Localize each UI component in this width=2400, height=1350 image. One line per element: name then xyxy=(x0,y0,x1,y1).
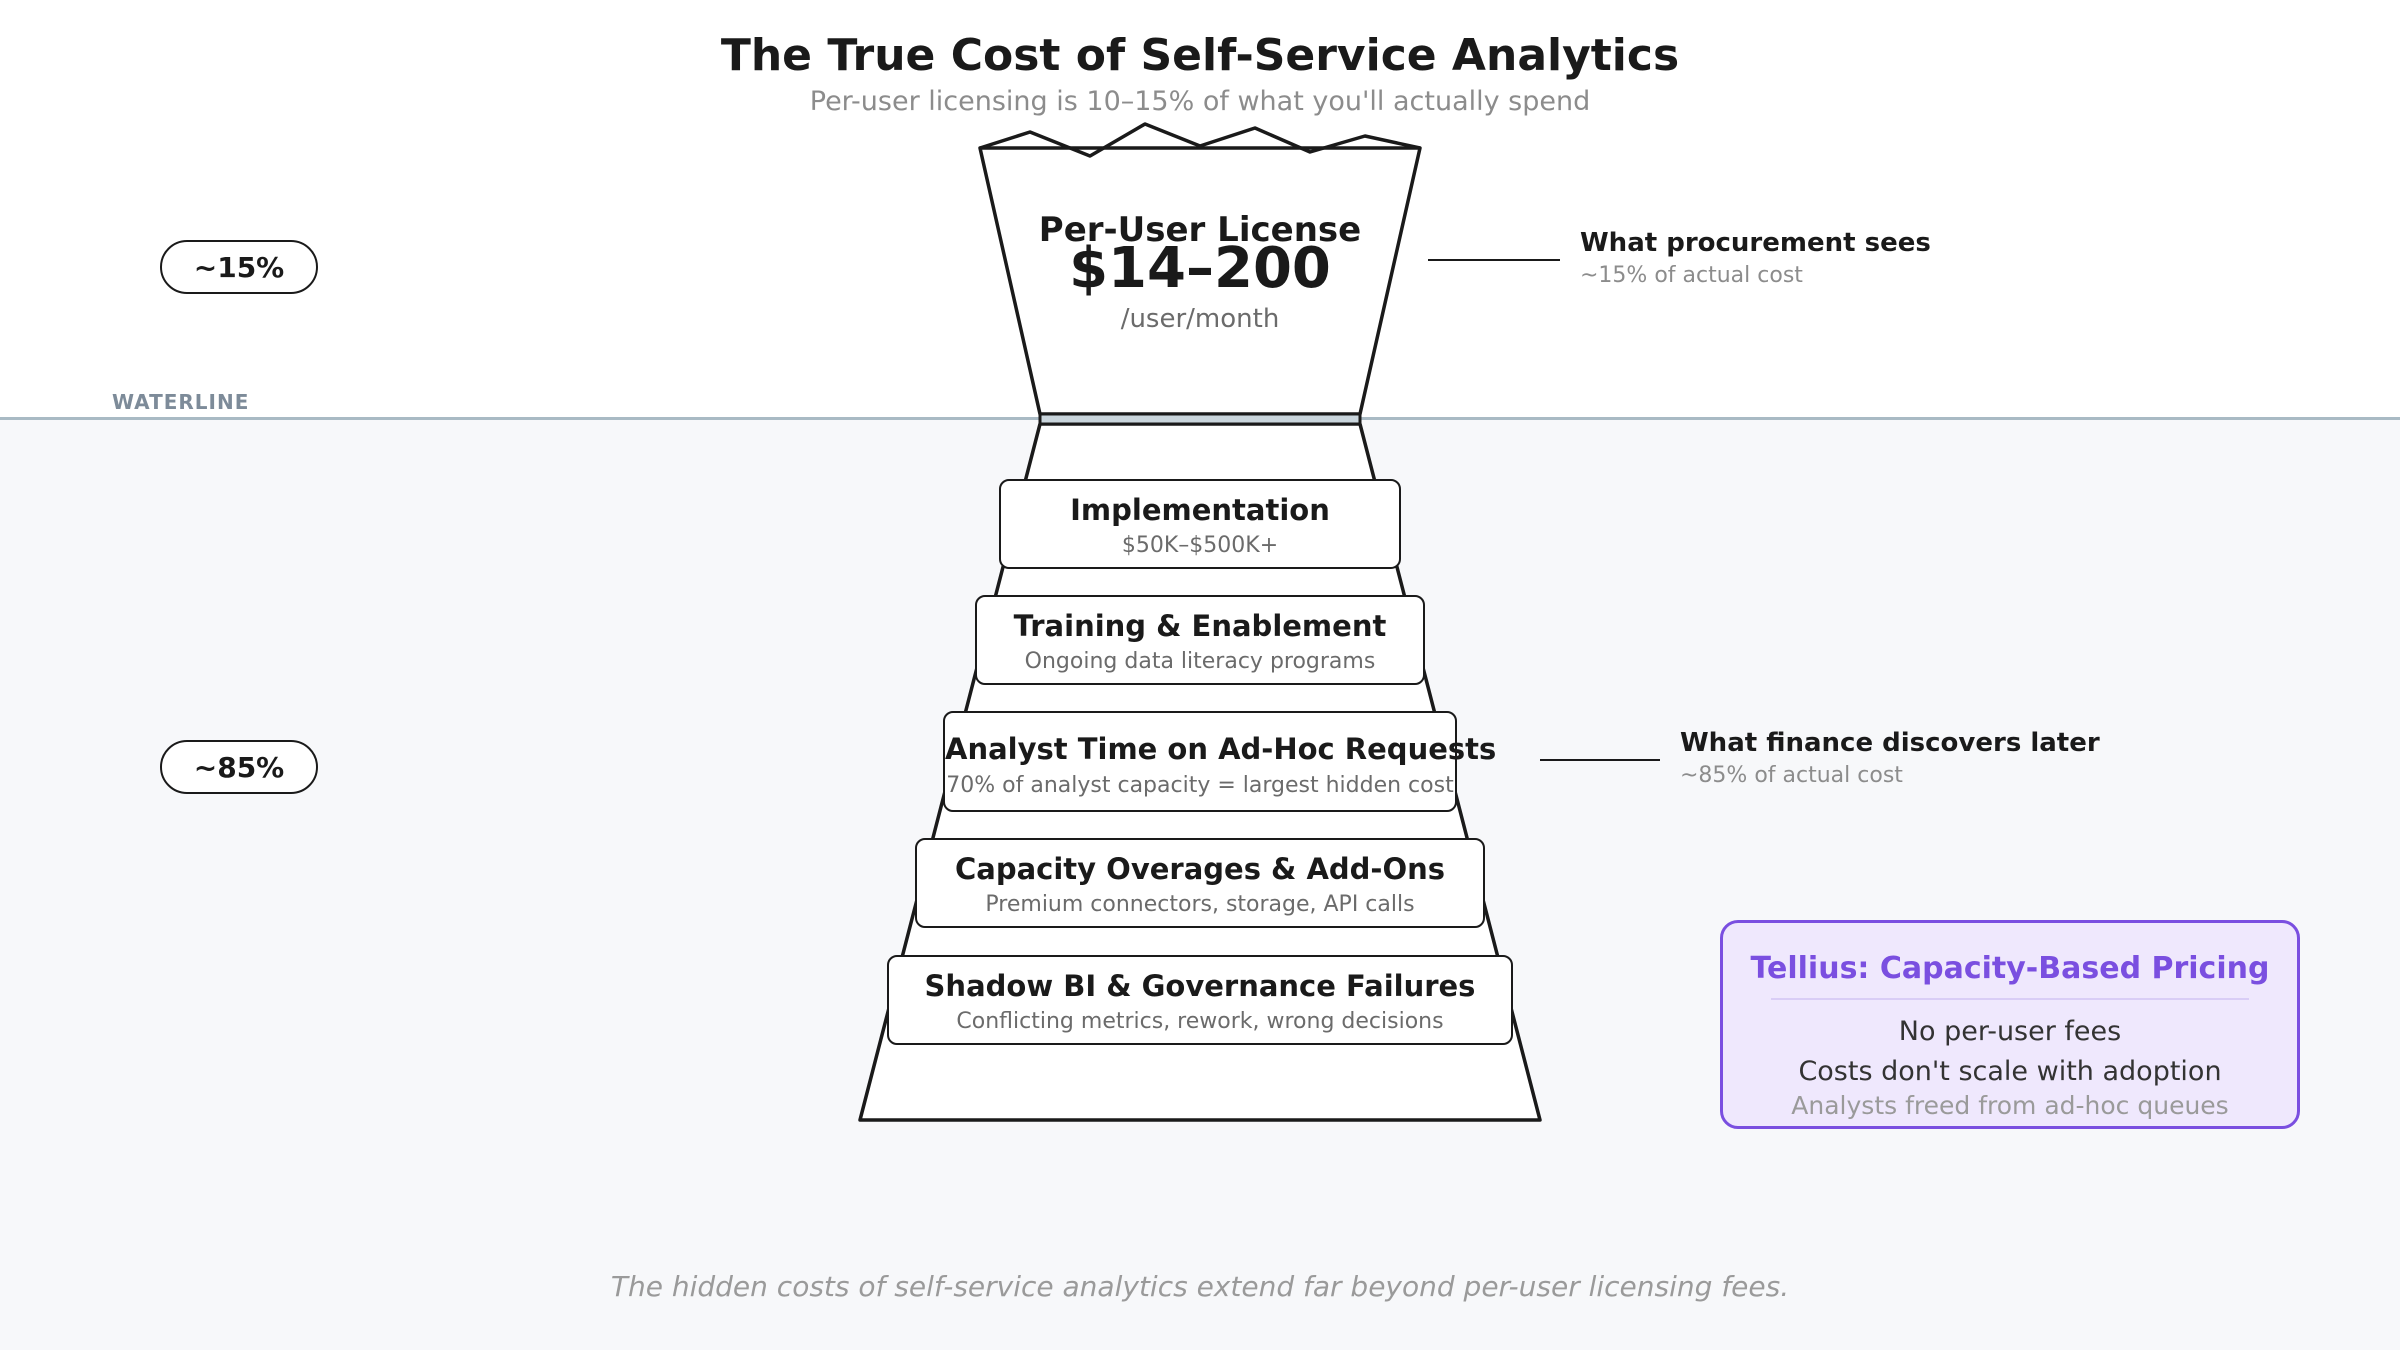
layer-title: Implementation xyxy=(1070,493,1330,527)
above-callout-title: What procurement sees xyxy=(1580,228,1931,258)
pricing-card-line: No per-user fees xyxy=(1898,1016,2122,1047)
pricing-card-divider xyxy=(1771,998,2249,1000)
layer-subtitle: $50K–$500K+ xyxy=(1121,533,1279,558)
layer-subtitle: 70% of analyst capacity = largest hidden… xyxy=(946,773,1454,798)
tip-unit: /user/month xyxy=(1120,304,1280,334)
layer-subtitle: Conflicting metrics, rework, wrong decis… xyxy=(956,1009,1444,1034)
above-callout-line xyxy=(1428,259,1560,261)
layer-subtitle: Premium connectors, storage, API calls xyxy=(985,892,1415,917)
pricing-card-line: Analysts freed from ad-hoc queues xyxy=(1791,1091,2229,1120)
layer-subtitle: Ongoing data literacy programs xyxy=(1024,649,1376,674)
layer-title: Shadow BI & Governance Failures xyxy=(924,969,1476,1003)
pricing-card-title: Tellius: Capacity-Based Pricing xyxy=(1750,951,2270,986)
layer-title: Analyst Time on Ad-Hoc Requests xyxy=(945,732,1497,766)
cost-layer-analyst-time: Analyst Time on Ad-Hoc Requests 70% of a… xyxy=(943,711,1497,812)
footer-caption: The hidden costs of self-service analyti… xyxy=(610,1270,1790,1303)
page-title: The True Cost of Self-Service Analytics xyxy=(720,30,1680,81)
tip-title: Per-User License xyxy=(1038,210,1362,250)
layer-title: Capacity Overages & Add-Ons xyxy=(955,852,1445,886)
waterline-label: WATERLINE xyxy=(112,390,250,414)
pricing-card: Tellius: Capacity-Based Pricing No per-u… xyxy=(1720,920,2300,1129)
cost-layer-training: Training & Enablement Ongoing data liter… xyxy=(975,595,1425,685)
cost-layer-capacity-overages: Capacity Overages & Add-Ons Premium conn… xyxy=(915,838,1485,928)
page-subtitle: Per-user licensing is 10–15% of what you… xyxy=(809,86,1591,117)
below-percent-badge: ~85% xyxy=(160,740,318,794)
tip-price: $14–200 xyxy=(1069,236,1331,301)
pricing-card-line: Costs don't scale with adoption xyxy=(1798,1056,2222,1087)
below-callout-subtitle: ~85% of actual cost xyxy=(1680,763,1903,788)
cost-layer-shadow-bi: Shadow BI & Governance Failures Conflict… xyxy=(887,955,1513,1045)
above-percent-badge: ~15% xyxy=(160,240,318,294)
cost-layer-implementation: Implementation $50K–$500K+ xyxy=(999,479,1401,569)
layer-title: Training & Enablement xyxy=(1013,609,1387,643)
above-callout-subtitle: ~15% of actual cost xyxy=(1580,263,1803,288)
below-callout-title: What finance discovers later xyxy=(1680,728,2100,758)
iceberg-waterline-band xyxy=(1038,412,1362,426)
iceberg-peaks xyxy=(979,122,1421,158)
below-callout-line xyxy=(1540,759,1660,761)
